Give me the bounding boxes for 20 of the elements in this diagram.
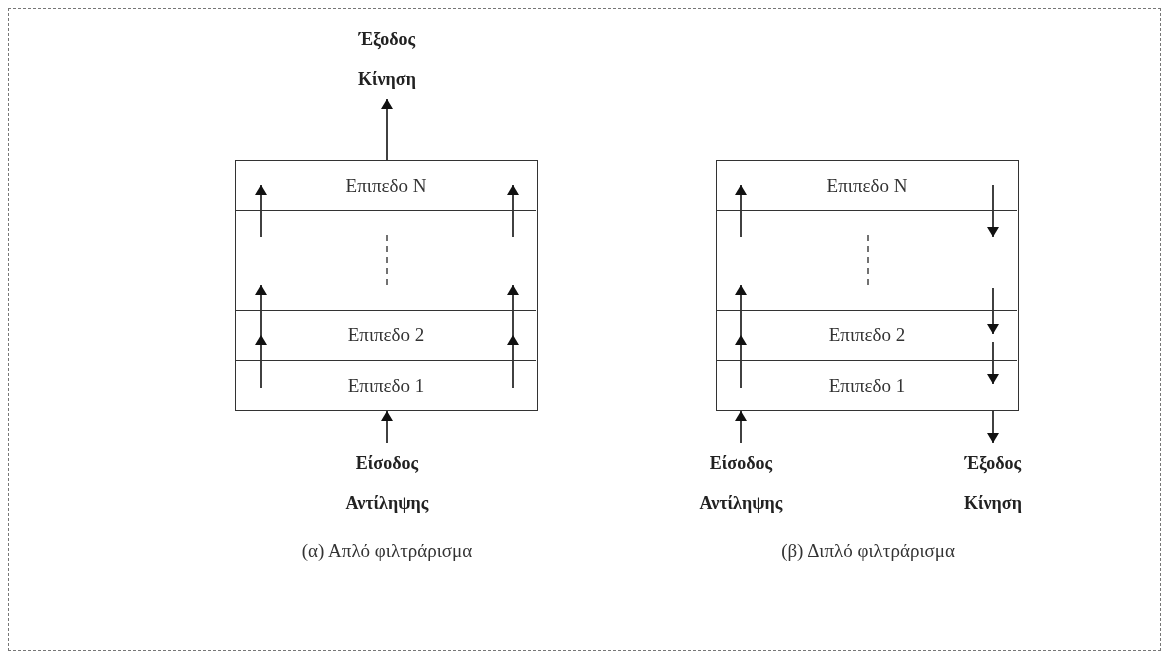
layer-label: Επιπεδο 2 xyxy=(346,324,426,346)
layer-band xyxy=(236,309,536,361)
io-label: Έξοδος Κίνηση xyxy=(964,443,1022,523)
caption: (α) Απλό φιλτράρισμα xyxy=(301,540,473,562)
arrow xyxy=(381,410,393,444)
layer-label: Επιπεδο 1 xyxy=(346,374,426,397)
io-label: Έξοδος Κίνηση xyxy=(358,19,416,99)
arrow xyxy=(987,410,999,444)
io-label: Είσοδος Αντίληψης xyxy=(345,443,429,523)
layer-label: Επιπεδο N xyxy=(825,174,909,197)
layer-band xyxy=(717,309,1017,361)
io-label: Είσοδος Αντίληψης xyxy=(699,443,783,523)
layer-stack-box xyxy=(235,160,538,411)
layer-label: Επιπεδο 2 xyxy=(827,324,907,346)
caption: (β) Διπλό φιλτράρισμα xyxy=(781,540,955,562)
layer-label: Επιπεδο 1 xyxy=(827,374,907,397)
layer-stack-box xyxy=(716,160,1019,411)
arrow xyxy=(381,98,393,161)
arrow xyxy=(735,410,747,444)
layer-label: Επιπεδο N xyxy=(344,174,428,197)
